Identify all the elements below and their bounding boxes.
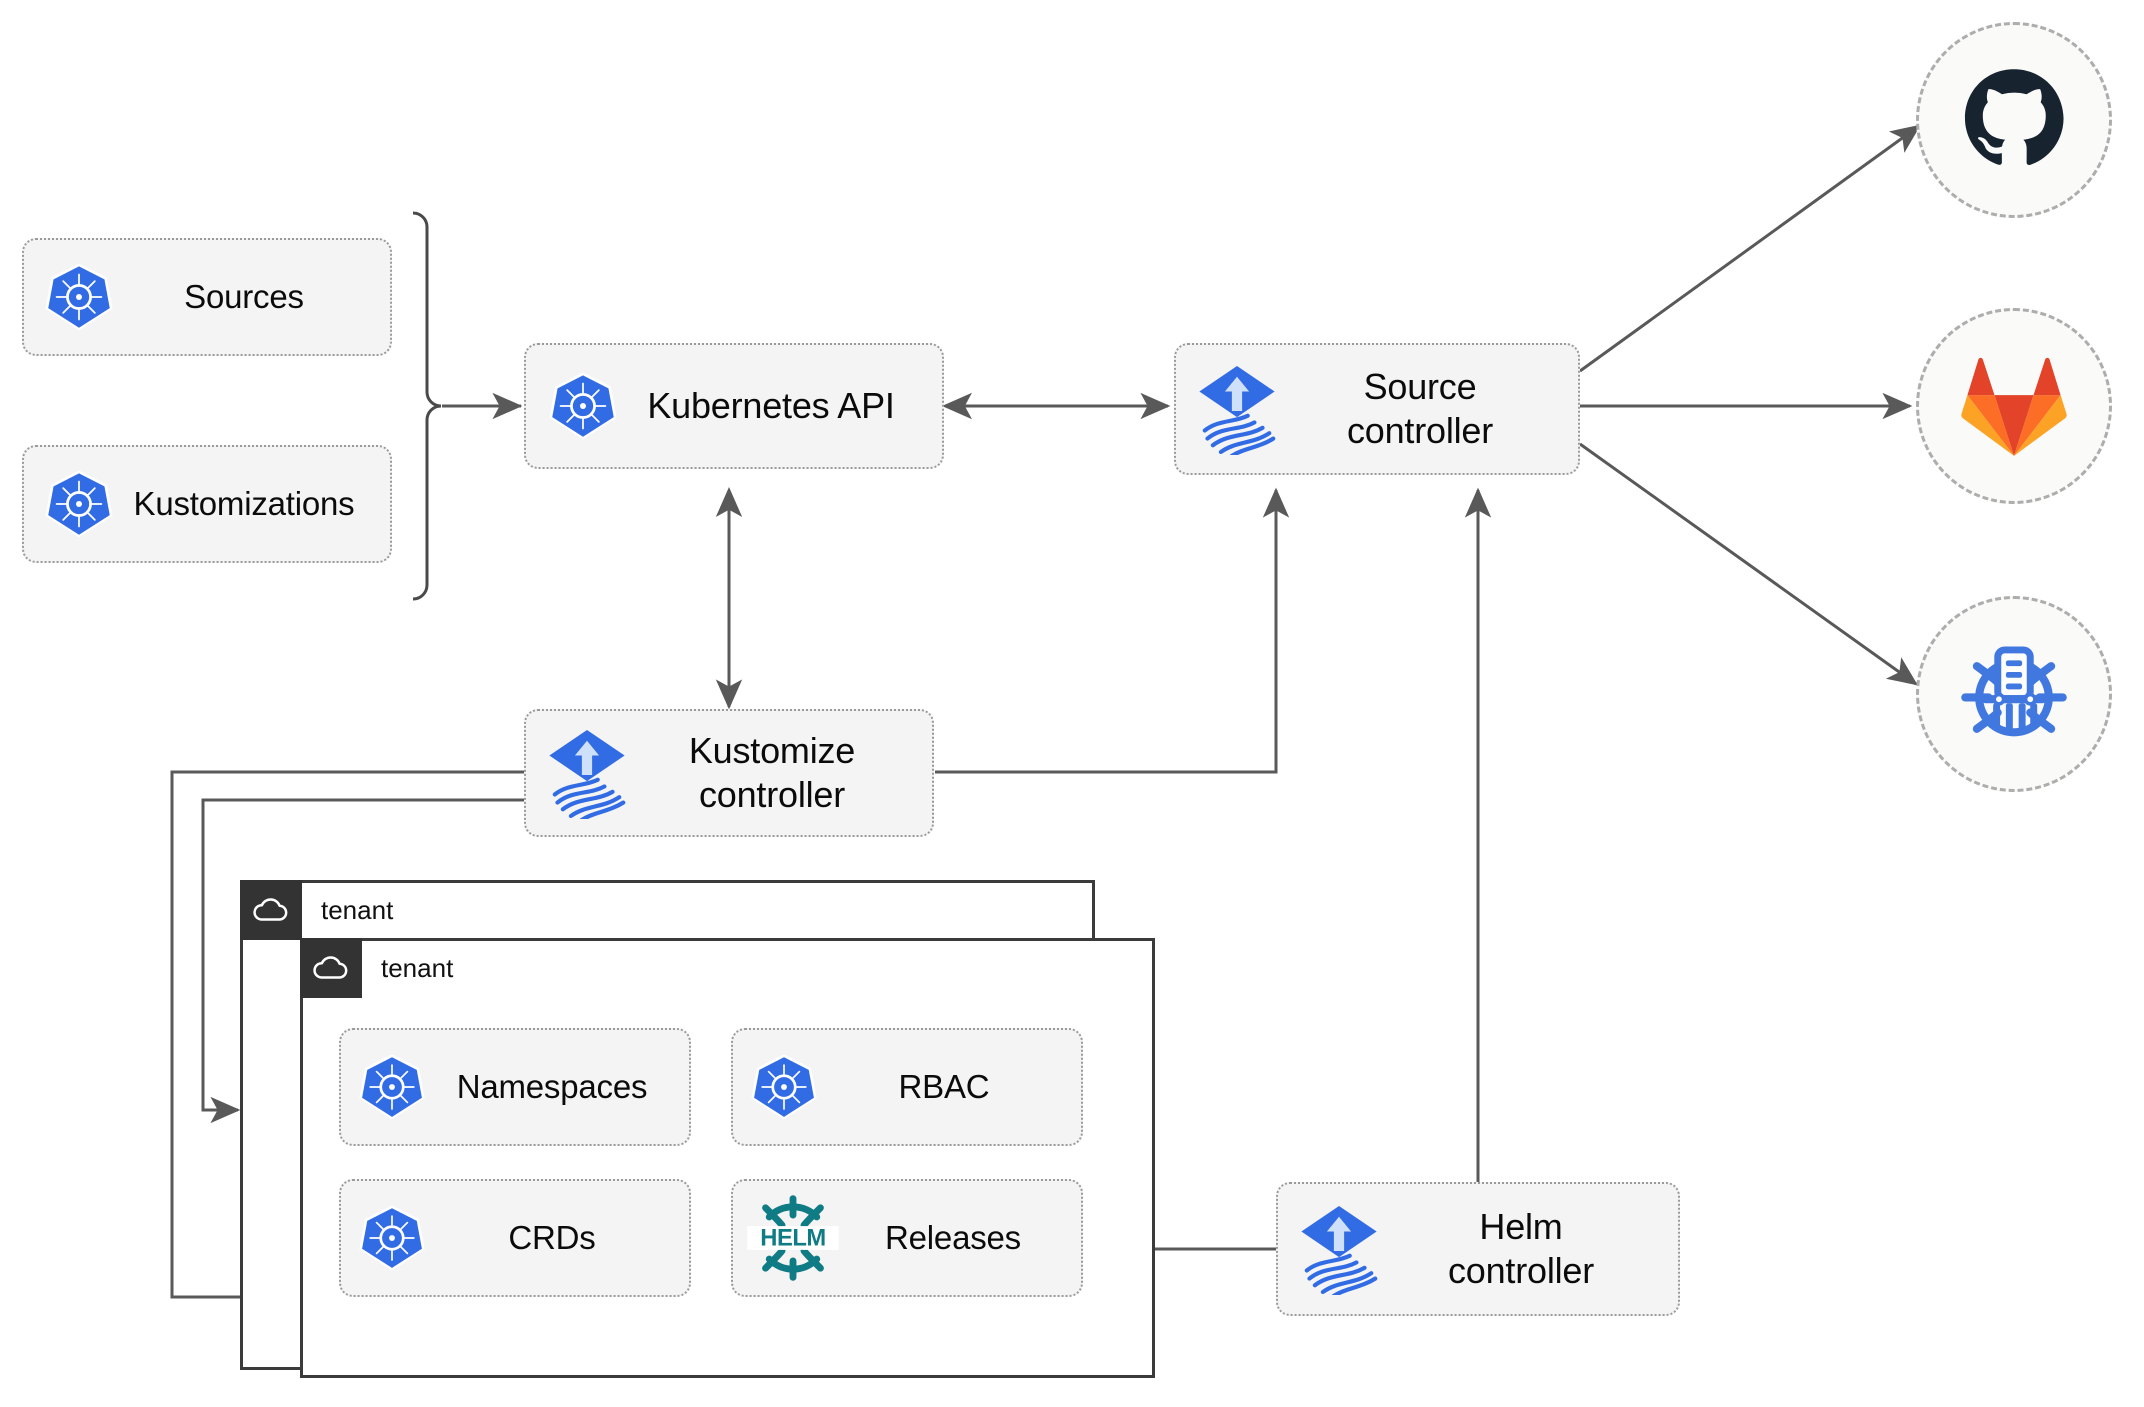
kubernetes-icon xyxy=(747,1050,821,1124)
node-label: Source controller xyxy=(1346,366,1494,451)
node-kubernetes-api[interactable]: Kubernetes API xyxy=(524,343,944,469)
tenant-resource-label: RBAC xyxy=(898,1067,990,1105)
tenant-resource-label: CRDs xyxy=(508,1218,596,1256)
kubernetes-icon xyxy=(42,467,116,541)
tenant-resource-rbac[interactable]: RBAC xyxy=(731,1028,1083,1146)
cloud-icon xyxy=(240,880,302,940)
tenant-container-front[interactable]: tenant Namespaces xyxy=(300,938,1155,1378)
tenant-resource-releases[interactable]: HELM Releases xyxy=(731,1179,1083,1297)
tenant-resource-crds[interactable]: CRDs xyxy=(339,1179,691,1297)
gitlab-icon xyxy=(1961,357,2067,456)
node-label: Kustomize controller xyxy=(688,730,856,815)
node-kustomize-controller[interactable]: Kustomize controller xyxy=(524,709,934,837)
tenant-resource-label: Releases xyxy=(885,1218,1021,1256)
resource-card-kustomizations[interactable]: Kustomizations xyxy=(22,445,392,563)
flux-icon xyxy=(544,727,630,819)
node-helm-controller[interactable]: Helm controller xyxy=(1276,1182,1680,1316)
github-icon xyxy=(1964,69,2064,165)
tenant-resource-namespaces[interactable]: Namespaces xyxy=(339,1028,691,1146)
kubernetes-icon xyxy=(42,260,116,334)
flux-icon xyxy=(1194,363,1280,455)
resource-card-sources[interactable]: Sources xyxy=(22,238,392,356)
resource-card-label: Sources xyxy=(184,277,304,315)
cloud-icon xyxy=(300,938,362,998)
external-source-gitlab[interactable] xyxy=(1916,308,2112,504)
external-source-helm-repository[interactable] xyxy=(1916,596,2112,792)
kubernetes-icon xyxy=(355,1201,429,1275)
node-label: Kubernetes API xyxy=(647,385,895,427)
resource-card-label: Kustomizations xyxy=(133,484,355,522)
tenant-label: tenant xyxy=(321,895,394,925)
node-label: Helm controller xyxy=(1447,1206,1595,1291)
helm-icon: HELM xyxy=(747,1195,839,1281)
tenant-label: tenant xyxy=(381,953,454,983)
flux-icon xyxy=(1296,1203,1382,1295)
svg-text:HELM: HELM xyxy=(760,1224,826,1251)
kubernetes-icon xyxy=(546,369,620,443)
node-source-controller[interactable]: Source controller xyxy=(1174,343,1580,475)
external-source-github[interactable] xyxy=(1916,22,2112,218)
tenant-resource-label: Namespaces xyxy=(456,1067,648,1105)
helm-repository-icon xyxy=(1961,646,2067,737)
kubernetes-icon xyxy=(355,1050,429,1124)
